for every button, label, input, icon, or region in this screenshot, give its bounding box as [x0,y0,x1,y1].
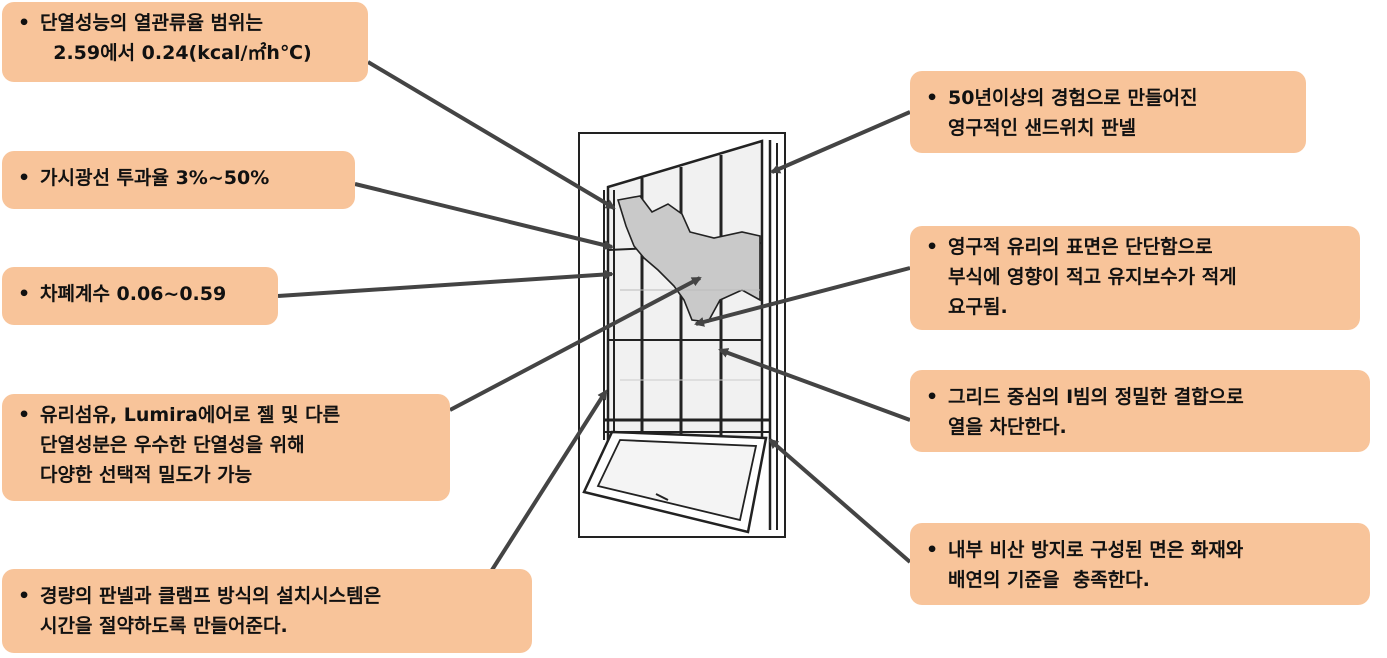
fiber-line-2: 단열성분은 우수한 단열성을 위해 [40,434,305,456]
arrow-shading [277,269,614,298]
arrow-visible-light [354,182,614,250]
arrow-install [490,389,608,572]
callout-fiber: • 유리섬유, Lumira에어로 젤 및 다른 단열성분은 우수한 단열성을 위… [2,394,450,501]
install-line-2: 시간을 절약하도록 만들어준다. [40,615,288,637]
arrow-grid [718,348,911,422]
grid-line-2: 열을 차단한다. [948,416,1067,438]
fiber-line-1: 유리섬유, Lumira에어로 젤 및 다른 [40,404,341,426]
fire-line-1: 내부 비산 방지로 구성된 면은 화재와 [948,539,1244,561]
bullet: • [18,404,31,426]
shading-line-1: 차폐계수 0.06~0.59 [40,283,227,305]
bullet: • [926,87,939,109]
fiber-line-3: 다양한 선택적 밀도가 가능 [40,464,253,486]
grid-line-1: 그리드 중심의 I빔의 정밀한 결합으로 [948,386,1244,408]
callout-install: • 경량의 판넬과 클램프 방식의 설치시스템은 시간을 절약하도록 만들어준다. [2,569,532,653]
arrow-fiber [449,276,702,412]
experience-line-2: 영구적인 샌드위치 판넬 [948,117,1137,139]
experience-line-1: 50년이상의 경험으로 만들어진 [948,87,1198,109]
bullet: • [18,12,31,34]
thermal-line-1: 단열성능의 열관류율 범위는 [40,12,263,34]
arrow-surface [694,266,911,327]
callout-surface: • 영구적 유리의 표면은 단단함으로 부식에 영향이 적고 유지보수가 적게 요… [910,226,1360,330]
arrow-fire [768,438,912,564]
bullet: • [926,539,939,561]
visible-light-line-1: 가시광선 투과율 3%~50% [40,167,270,189]
fire-line-2: 배연의 기준을 충족한다. [948,569,1150,591]
surface-line-2: 부식에 영향이 적고 유지보수가 적게 [948,266,1237,288]
callout-visible-light: • 가시광선 투과율 3%~50% [2,151,355,209]
bullet: • [18,585,31,607]
install-line-1: 경량의 판넬과 클램프 방식의 설치시스템은 [40,585,382,607]
callout-shading: • 차폐계수 0.06~0.59 [2,267,278,325]
curtain-wall-panel [582,139,778,534]
bullet: • [926,386,939,408]
thermal-line-2: 2.59에서 0.24(kcal/㎡h℃) [40,42,312,64]
arrow-experience [770,110,911,174]
surface-line-3: 요구됨. [948,296,1008,318]
arrow-thermal [366,60,616,210]
callout-experience: • 50년이상의 경험으로 만들어진 영구적인 샌드위치 판넬 [910,71,1306,153]
surface-line-1: 영구적 유리의 표면은 단단함으로 [948,236,1213,258]
callout-grid: • 그리드 중심의 I빔의 정밀한 결합으로 열을 차단한다. [910,370,1370,452]
bullet: • [926,236,939,258]
bullet: • [18,283,31,305]
callout-fire: • 내부 비산 방지로 구성된 면은 화재와 배연의 기준을 충족한다. [910,523,1370,605]
callout-thermal: • 단열성능의 열관류율 범위는 2.59에서 0.24(kcal/㎡h℃) [2,2,368,82]
bullet: • [18,167,31,189]
